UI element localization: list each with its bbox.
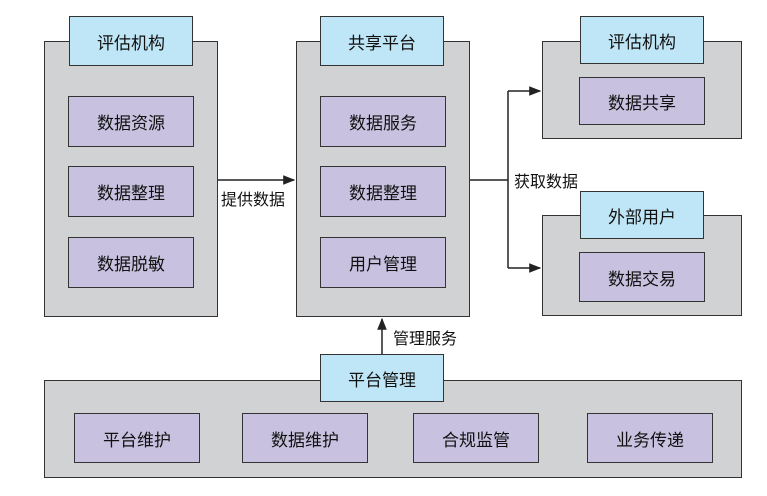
left-item-data-organize: 数据整理 bbox=[68, 166, 194, 217]
left-item-data-resource: 数据资源 bbox=[68, 96, 194, 147]
assessment-org-title: 评估机构 bbox=[69, 16, 193, 66]
center-item-data-organize: 数据整理 bbox=[320, 166, 446, 217]
right-item-data-sharing: 数据共享 bbox=[579, 77, 705, 125]
edge-label-get-data: 获取数据 bbox=[512, 168, 581, 192]
platform-management-title: 平台管理 bbox=[320, 354, 444, 402]
center-item-data-service: 数据服务 bbox=[320, 96, 446, 147]
left-item-data-desensitize: 数据脱敏 bbox=[68, 237, 194, 288]
bottom-item-platform-maintenance: 平台维护 bbox=[74, 413, 200, 463]
bottom-item-business-transfer: 业务传递 bbox=[587, 413, 713, 463]
right-assessment-org-title: 评估机构 bbox=[580, 16, 704, 64]
right-item-data-trading: 数据交易 bbox=[579, 252, 705, 302]
center-item-user-management: 用户管理 bbox=[320, 237, 446, 288]
external-user-title: 外部用户 bbox=[580, 191, 704, 239]
edge-label-provide-data: 提供数据 bbox=[220, 186, 287, 210]
sharing-platform-title: 共享平台 bbox=[320, 16, 444, 66]
bottom-item-compliance: 合规监管 bbox=[413, 413, 539, 463]
bottom-item-data-maintenance: 数据维护 bbox=[242, 413, 368, 463]
edge-label-manage-service: 管理服务 bbox=[392, 325, 459, 349]
